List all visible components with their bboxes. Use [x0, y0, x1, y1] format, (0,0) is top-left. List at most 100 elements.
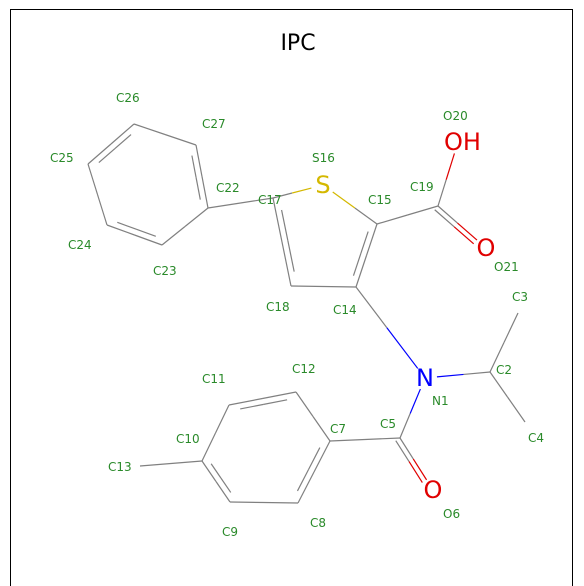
bond-c19-o20: [445, 153, 455, 180]
bond-c2-c3: [503, 312, 519, 343]
bond-c7-c8: [313, 440, 331, 473]
atom-symbol-o6: O: [424, 476, 443, 504]
bond-c5-c7: [364, 437, 401, 441]
bond-c25-c26: [110, 123, 135, 145]
atom-label-c10: C10: [176, 432, 200, 446]
bond-c9-c10: [215, 481, 231, 503]
bond-n1-c2: [463, 371, 491, 376]
bond-c10-c11: [214, 404, 230, 434]
bond-c5-o6: [408, 461, 423, 483]
bond-c27-c22: [195, 144, 203, 177]
atom-symbol-o21: O: [477, 234, 496, 262]
bond-c10-c13: [170, 460, 203, 465]
bond-c7-c8: [297, 471, 315, 504]
bond-c18-c17: [280, 209, 289, 241]
atom-label-c14: C14: [333, 303, 357, 317]
bond-c12-c7: [295, 391, 314, 417]
bond-c17-s16: [272, 192, 293, 199]
bond-n1-c5: [399, 413, 411, 439]
atom-label-c15: C15: [368, 193, 392, 207]
bond-n1-c2: [436, 373, 464, 378]
bond-c22-c23: [184, 207, 209, 227]
atom-label-c12: C12: [292, 362, 316, 376]
bond-c10-c11: [201, 432, 217, 462]
atom-label-c11: C11: [202, 372, 226, 386]
atom-label-c18: C18: [266, 300, 290, 314]
bond-c12-c7: [312, 416, 331, 442]
atom-symbol-layer: S OH O N O: [315, 128, 495, 504]
atom-label-o20: O20: [443, 109, 468, 123]
atom-label-c3: C3: [512, 290, 528, 304]
atom-label-c27: C27: [202, 117, 226, 131]
bond-c15-c14: [355, 255, 368, 288]
atom-label-c9: C9: [222, 525, 238, 539]
bond-c19-o21: [457, 222, 478, 241]
bond-c7-c8: [296, 468, 310, 492]
bond-c9-c10: [210, 463, 222, 479]
bond-s16-c15: [332, 191, 356, 209]
atom-label-c2: C2: [496, 363, 512, 377]
bond-c26-c27: [133, 123, 166, 136]
atom-label-c25: C25: [50, 151, 74, 165]
bond-c19-o20: [437, 179, 447, 207]
bond-c15-c14: [360, 231, 369, 254]
bond-c5-o6: [395, 440, 410, 462]
bond-c11-c12: [262, 391, 297, 400]
bond-c24-c25: [87, 163, 99, 195]
bond-c10-c13: [139, 462, 172, 467]
bond-c7-c8: [308, 447, 321, 470]
bond-c19-o21: [434, 209, 455, 228]
atom-label-c8: C8: [310, 516, 326, 530]
atom-label-c19: C19: [410, 180, 434, 194]
atom-label-c5: C5: [380, 417, 396, 431]
atom-label-s16: S16: [312, 151, 335, 165]
bond-c25-c26: [87, 143, 112, 165]
bond-c8-c9: [263, 501, 299, 504]
atom-label-o6: O6: [443, 507, 460, 521]
bond-c27-c22: [191, 155, 197, 178]
bond-c15-c19: [376, 214, 408, 225]
bond-c26-c27: [164, 133, 197, 146]
bond-c11-c12: [228, 397, 263, 406]
bond-c11-c12: [240, 403, 264, 410]
bond-c27-c22: [201, 176, 209, 209]
atom-label-c26: C26: [116, 91, 140, 105]
bond-c17-s16: [292, 187, 312, 194]
atom-label-o21: O21: [494, 260, 519, 274]
atom-label-c24: C24: [68, 238, 92, 252]
bond-c25-c26: [98, 148, 116, 163]
bond-c14-n1: [355, 286, 388, 329]
bond-c23-c24: [136, 228, 157, 237]
atom-label-c13: C13: [108, 460, 132, 474]
atom-symbol-n1: N: [416, 364, 434, 392]
atom-symbol-s16: S: [315, 171, 330, 199]
atom-symbol-o20: OH: [444, 128, 481, 156]
bond-c14-c18: [323, 285, 357, 288]
bond-c9-c10: [201, 460, 217, 482]
bond-c18-c17: [287, 240, 295, 272]
bond-c11-c12: [263, 399, 288, 405]
bond-c2-c4: [489, 371, 508, 398]
bond-c2-c3: [489, 342, 505, 373]
bond-c24-c25: [96, 194, 108, 226]
bond-c18-c17: [281, 241, 292, 287]
bond-c18-c17: [272, 197, 283, 243]
atom-label-n1: N1: [432, 394, 449, 408]
atom-label-c23: C23: [153, 264, 177, 278]
bond-c19-o21: [437, 205, 458, 224]
bond-c23-c24: [134, 234, 163, 246]
bond-c5-o6: [399, 437, 414, 460]
bond-c9-c10: [220, 477, 232, 493]
atom-label-c4: C4: [528, 431, 544, 445]
bond-c22-c23: [161, 226, 186, 246]
bond-c15-c19: [407, 205, 439, 216]
bond-c22-c17: [240, 197, 274, 204]
bond-c8-c9: [229, 501, 265, 504]
diagram-title: IPC: [280, 31, 315, 56]
bond-c5-o6: [412, 458, 428, 481]
bond-c23-c24: [117, 221, 137, 230]
diagram-border: [10, 9, 573, 586]
